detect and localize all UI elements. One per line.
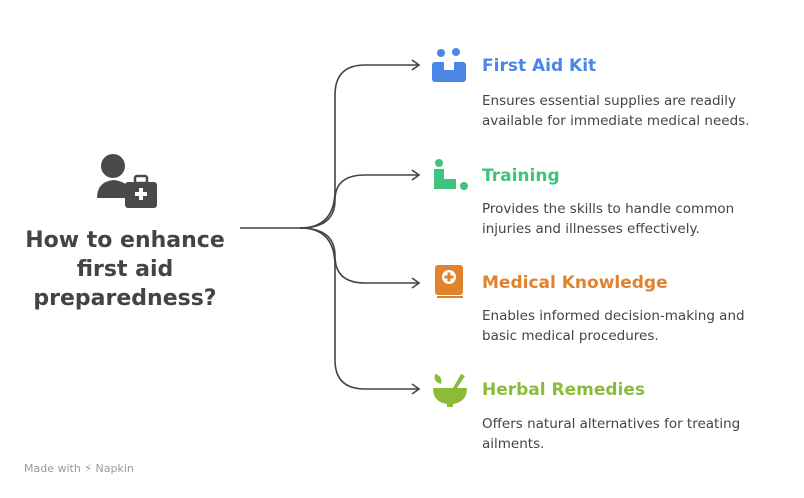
item-desc-training: Provides the skills to handle common inj… [482,201,735,237]
item-title-training: Training [482,166,560,186]
mortar-pestle-icon [433,374,467,407]
item-title-medical-knowledge: Medical Knowledge [482,273,668,293]
item-desc-medical-knowledge: Enables informed decision-making and bas… [482,308,745,344]
central-question: How to enhance first aid preparedness? [25,228,225,311]
first-aider-icon [97,154,157,208]
training-icon [434,159,468,190]
medical-book-icon [435,265,463,298]
item-desc-first-aid-kit: Ensures essential supplies are readily a… [482,93,750,129]
item-desc-herbal-remedies: Offers natural alternatives for treating… [482,416,741,452]
item-title-first-aid-kit: First Aid Kit [482,56,597,76]
first-aid-kit-icon [432,48,466,82]
item-title-herbal-remedies: Herbal Remedies [482,380,646,400]
napkin-watermark: Made with ⚡ Napkin [24,462,134,475]
